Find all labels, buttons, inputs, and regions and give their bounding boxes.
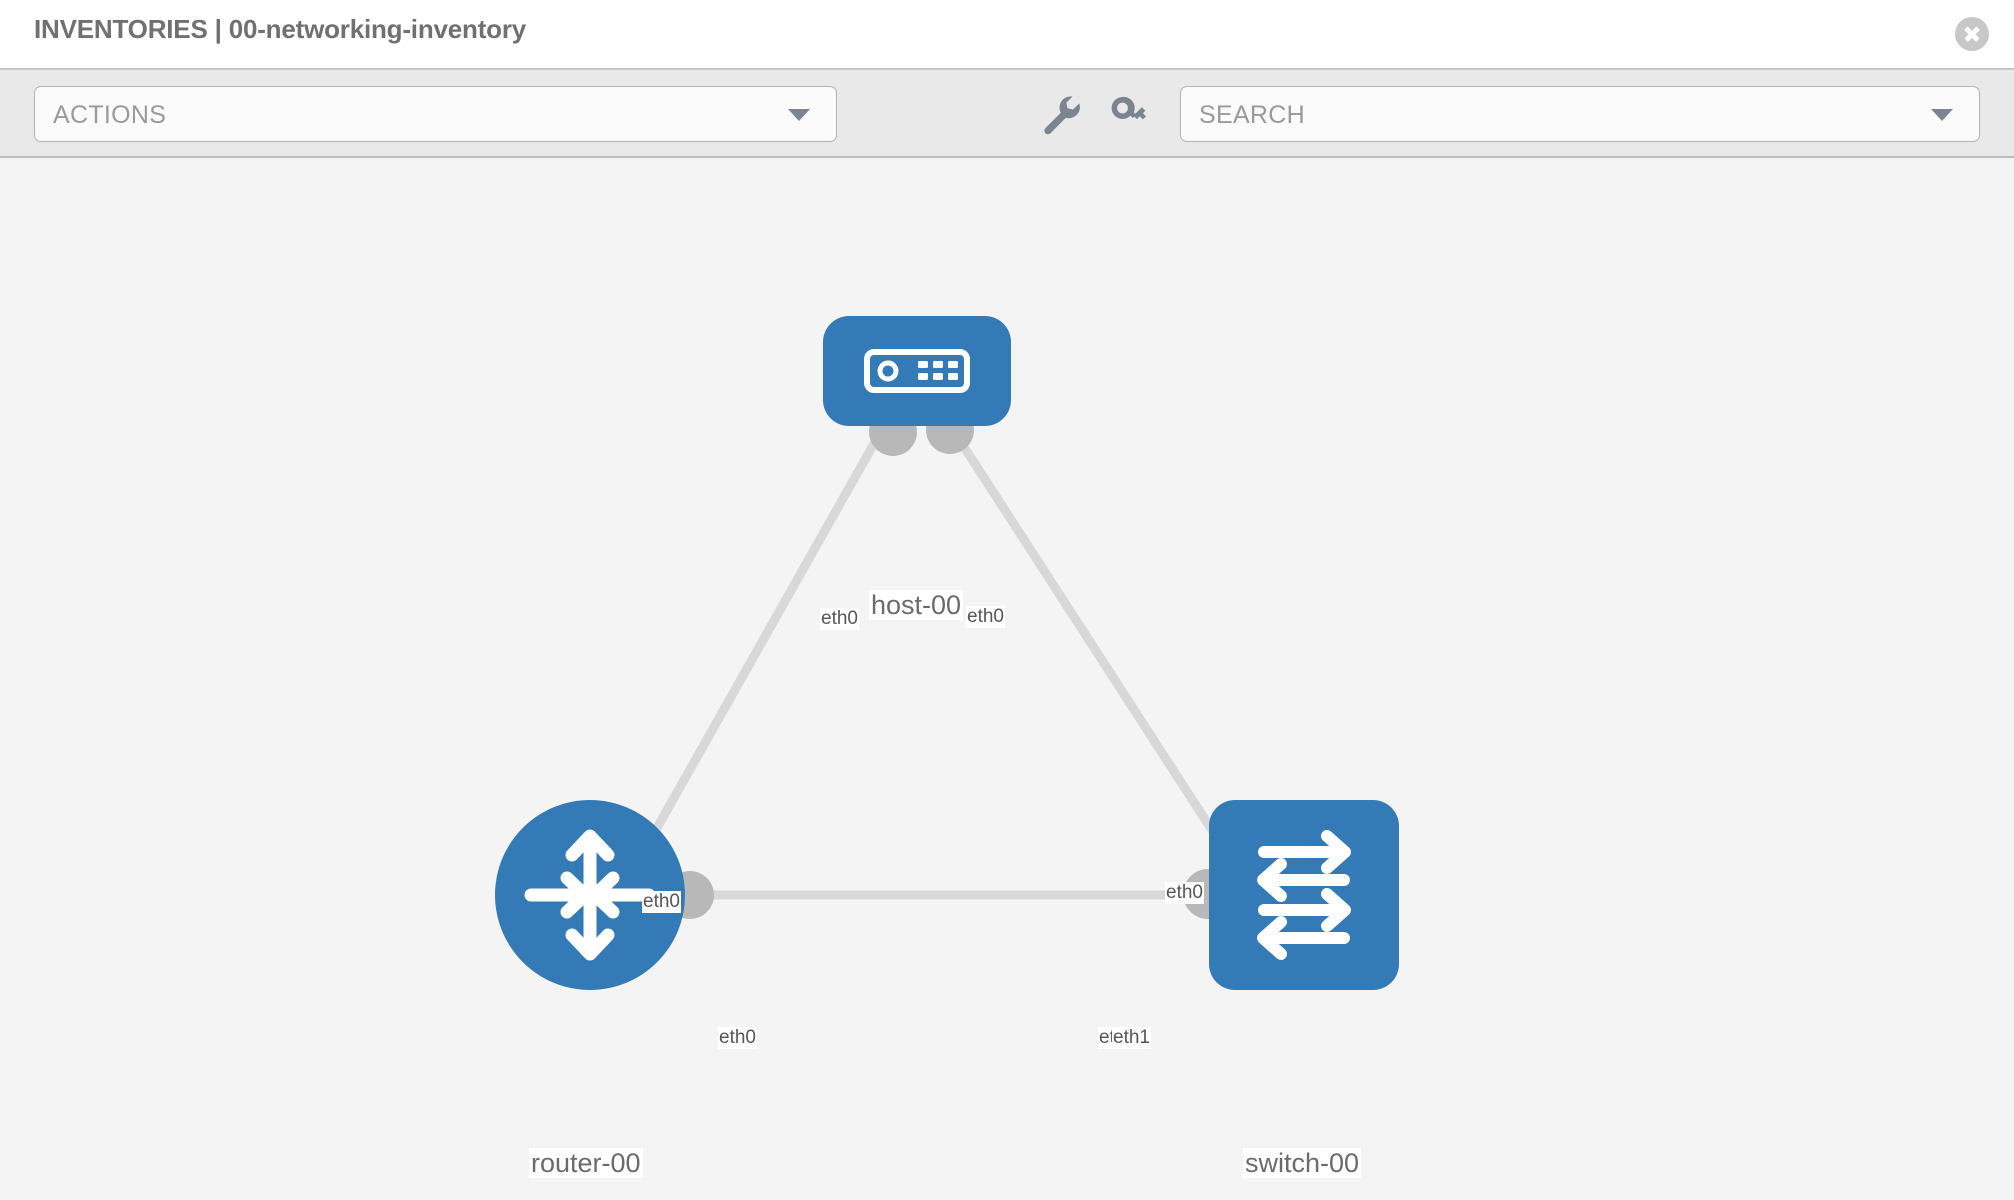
- search-input[interactable]: SEARCH: [1180, 86, 1980, 142]
- wrench-icon[interactable]: [1037, 90, 1085, 138]
- node-label-host-00: host-00: [869, 590, 964, 621]
- toolbar: ACTIONS SEARCH: [0, 68, 2014, 158]
- node-host-00[interactable]: [823, 316, 1011, 426]
- close-icon[interactable]: [1955, 17, 1989, 51]
- port-label-router-uplink: eth0: [642, 891, 681, 913]
- page-header: INVENTORIES | 00-networking-inventory: [0, 0, 2014, 68]
- port-label-host-right: eth0: [966, 606, 1005, 628]
- actions-dropdown-label: ACTIONS: [53, 101, 167, 129]
- port-label-router-right: eth0: [718, 1027, 757, 1049]
- node-label-router-00: router-00: [529, 1148, 643, 1179]
- actions-dropdown[interactable]: ACTIONS: [34, 86, 837, 142]
- port-label-host-left: eth0: [820, 608, 859, 630]
- edge-host-switch: [951, 430, 1234, 861]
- chevron-down-icon: [788, 109, 810, 121]
- edge-host-router: [636, 430, 884, 861]
- search-placeholder: SEARCH: [1199, 101, 1305, 129]
- page-title: INVENTORIES | 00-networking-inventory: [34, 14, 527, 44]
- port-label-switch-uplink: eth0: [1165, 882, 1204, 904]
- topology-edges: [636, 406, 1260, 919]
- node-switch-00[interactable]: [1209, 800, 1399, 990]
- topology-canvas[interactable]: host-00 router-00 switch-00 eth0 eth0 et…: [0, 158, 2014, 1200]
- key-icon[interactable]: [1105, 90, 1153, 138]
- chevron-down-icon: [1931, 109, 1953, 121]
- port-label-switch-left: eth1: [1112, 1027, 1151, 1049]
- node-label-switch-00: switch-00: [1243, 1148, 1362, 1179]
